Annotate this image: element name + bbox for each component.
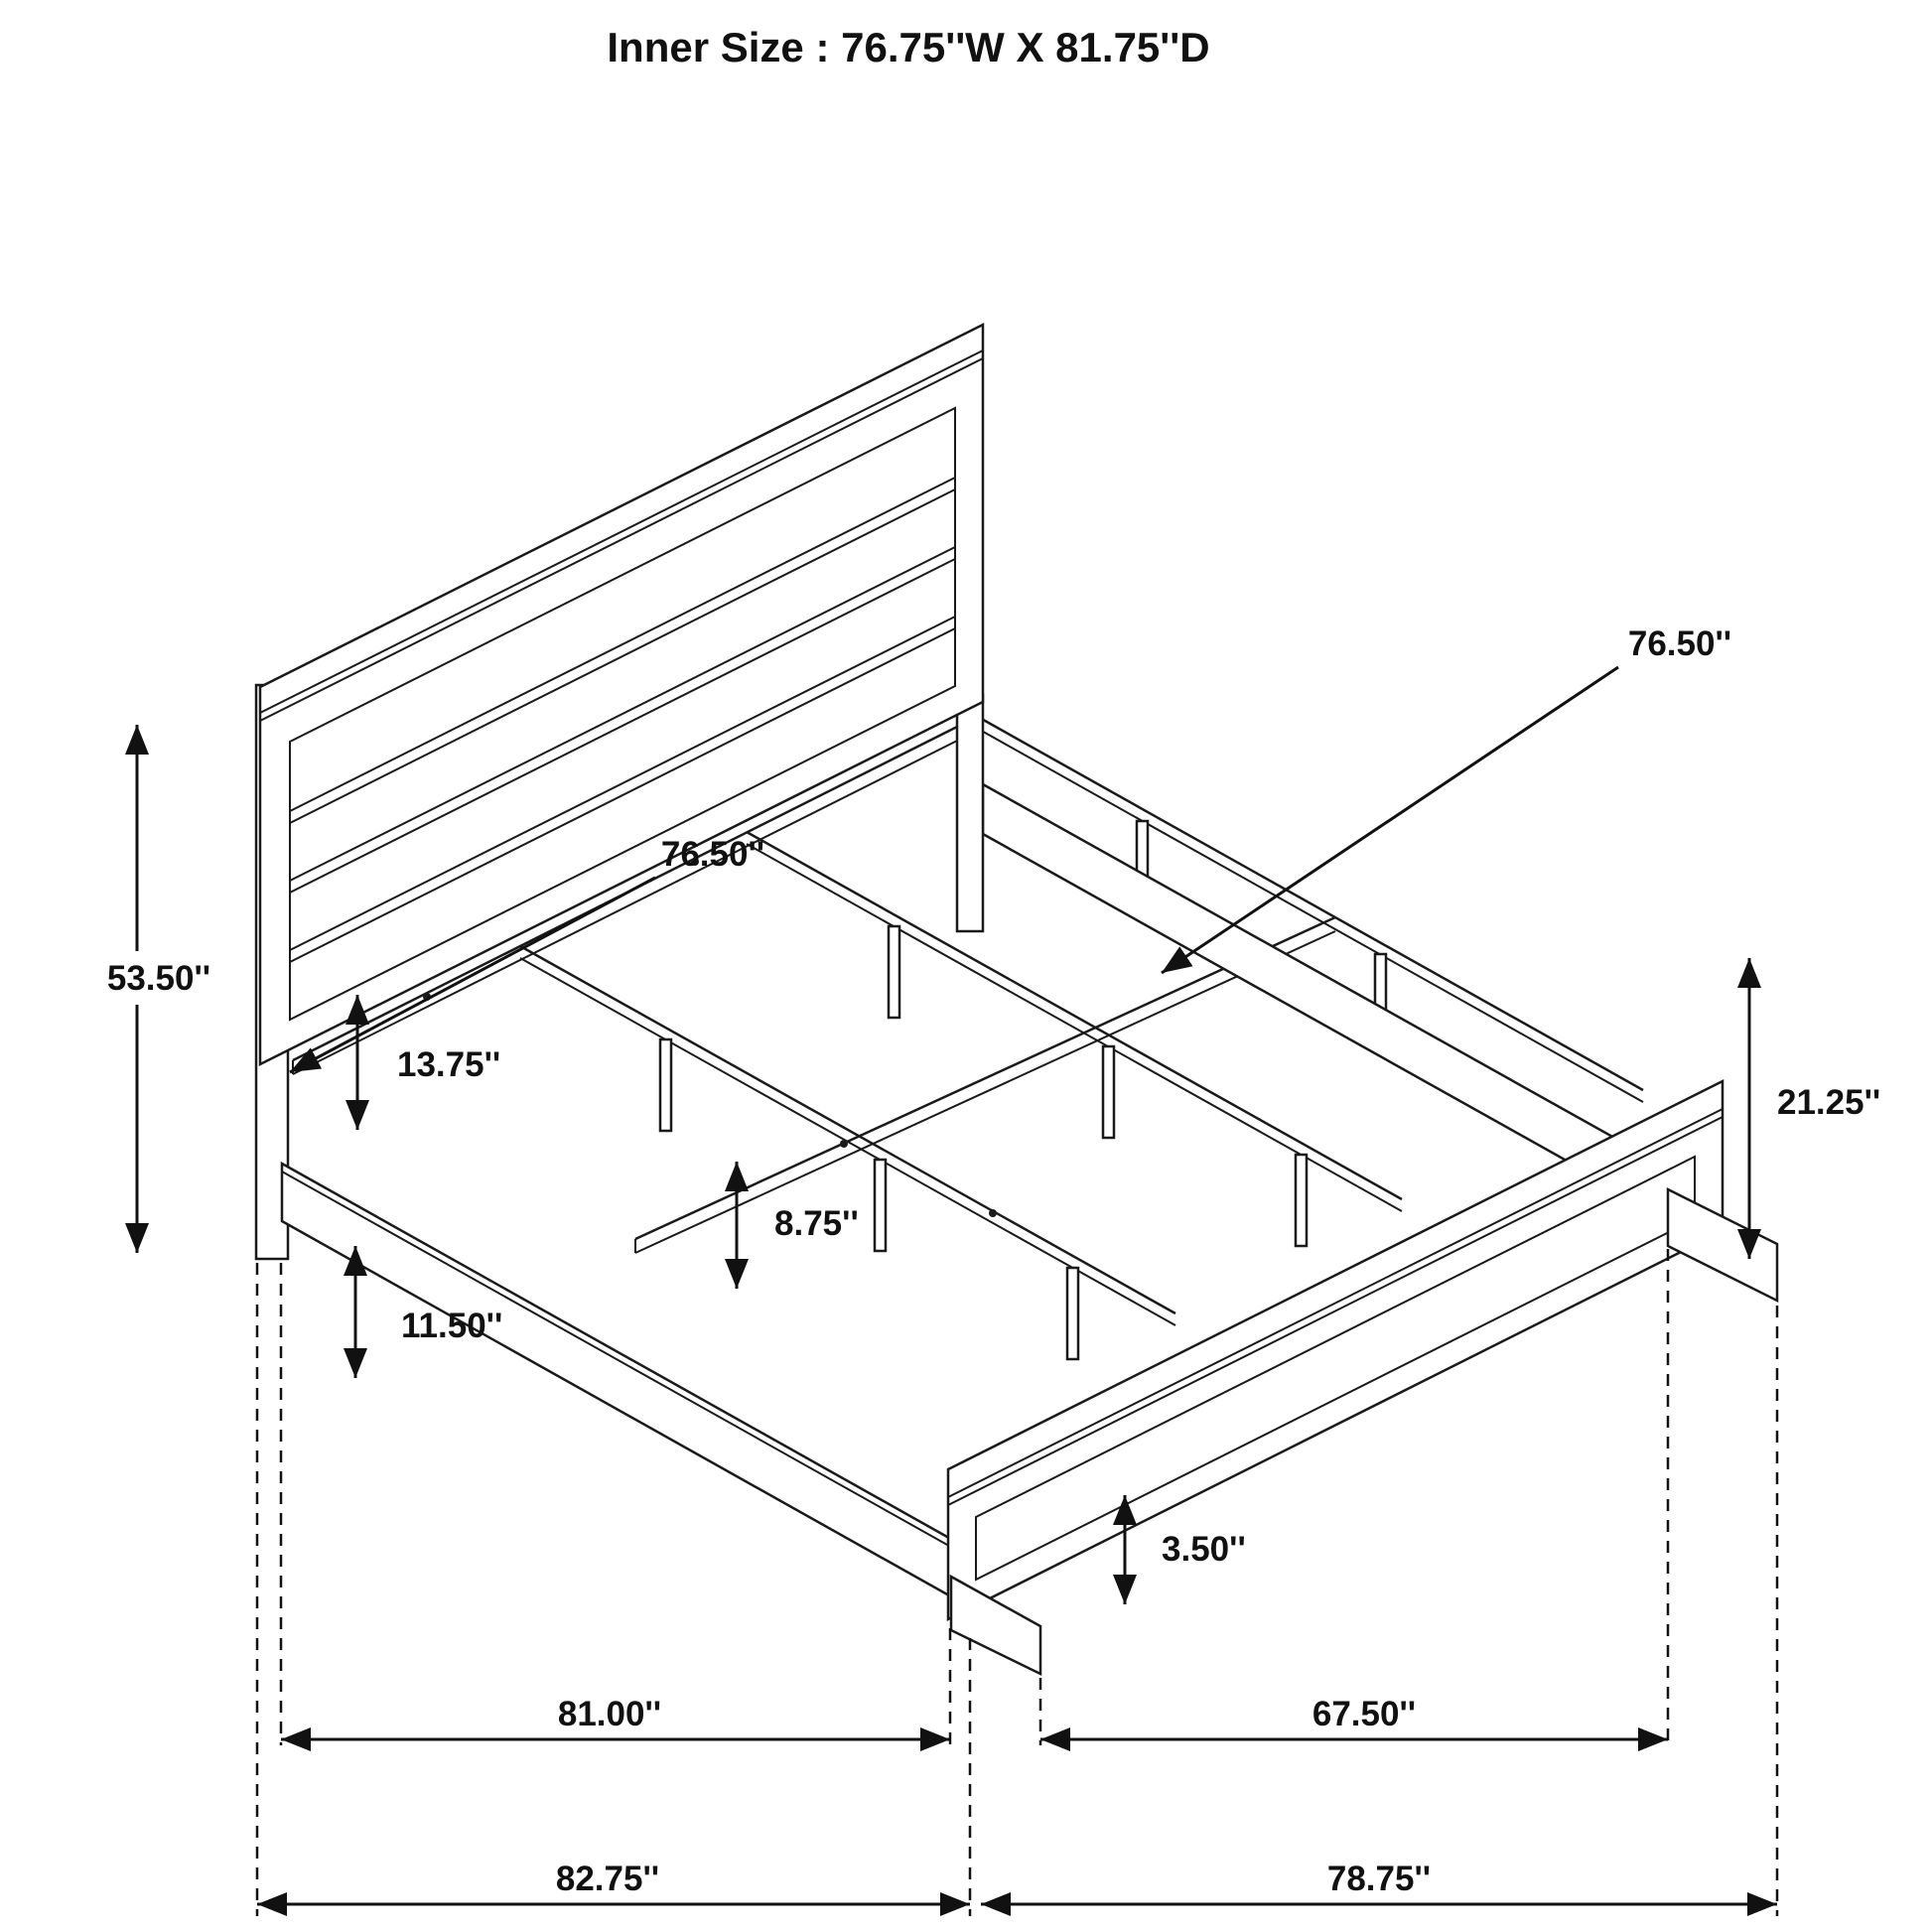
dim-slat-width-top: 76.50'' (1161, 624, 1731, 975)
mid-cross-rail (634, 915, 1336, 1254)
support-legs (658, 819, 1388, 1361)
dim-inner-length-label: 81.00'' (558, 1695, 661, 1733)
support-leg (887, 924, 901, 1020)
mattress-support-frame (292, 713, 1644, 1361)
headboard (254, 322, 985, 1261)
dim-headboard-bottom-gap: 13.75'' (345, 995, 500, 1130)
headboard-inner-border (289, 406, 956, 1022)
dim-footboard-height: 21.25'' (1737, 958, 1880, 1259)
dim-rail-floor-height: 11.50'' (344, 1246, 502, 1378)
dim-support-leg-height: 8.75'' (725, 1162, 859, 1289)
dim-inner-length: 81.00'' (281, 1695, 950, 1751)
dim-slat-width-head-label: 76.50'' (661, 835, 764, 874)
dim-overall-length-head-side: 82.75'' (257, 1860, 970, 1916)
dim-headboard-height: 53.50'' (107, 725, 210, 1253)
page-title: Inner Size : 76.75''W X 81.75''D (607, 24, 1209, 70)
dim-between-feet-label: 67.50'' (1312, 1695, 1416, 1733)
dim-support-leg-height-label: 8.75'' (774, 1204, 859, 1243)
extension-lines (255, 1249, 1779, 1916)
headboard-right-post (955, 693, 985, 933)
support-leg (1101, 1044, 1116, 1140)
dim-footboard-height-label: 21.25'' (1777, 1083, 1880, 1122)
dim-overall-length-foot-side-label: 78.75'' (1327, 1860, 1431, 1898)
center-right-rail (746, 830, 1403, 1212)
dim-overall-length-foot-side: 78.75'' (981, 1860, 1777, 1916)
dim-headboard-bottom-gap-label: 13.75'' (397, 1045, 500, 1084)
footboard-left-foot (949, 1574, 1042, 1677)
support-leg (1065, 1266, 1080, 1361)
dim-overall-length-head-side-label: 82.75'' (556, 1860, 659, 1898)
support-leg (658, 1037, 673, 1133)
dim-slat-width-top-label: 76.50'' (1628, 624, 1731, 663)
footboard-cap-line (947, 1116, 1724, 1506)
dim-foot-height: 3.50'' (1113, 1495, 1246, 1604)
headboard-slats (289, 477, 956, 963)
dim-between-feet: 67.50'' (1040, 1695, 1668, 1751)
dim-headboard-height-label: 53.50'' (107, 959, 210, 998)
footboard-cap-line (947, 1108, 1724, 1498)
support-leg (873, 1158, 888, 1253)
headboard-panel (258, 322, 985, 1067)
headboard-cap-line (259, 357, 984, 722)
far-side-rail (981, 781, 1650, 1209)
footboard (946, 1078, 1779, 1677)
dim-rail-floor-height-label: 11.50'' (401, 1307, 502, 1345)
dim-foot-height-label: 3.50'' (1162, 1530, 1246, 1569)
center-left-rail (519, 944, 1176, 1326)
far-support-rail (977, 715, 1644, 1103)
headboard-cap-line (259, 349, 984, 714)
support-leg (1294, 1153, 1309, 1248)
